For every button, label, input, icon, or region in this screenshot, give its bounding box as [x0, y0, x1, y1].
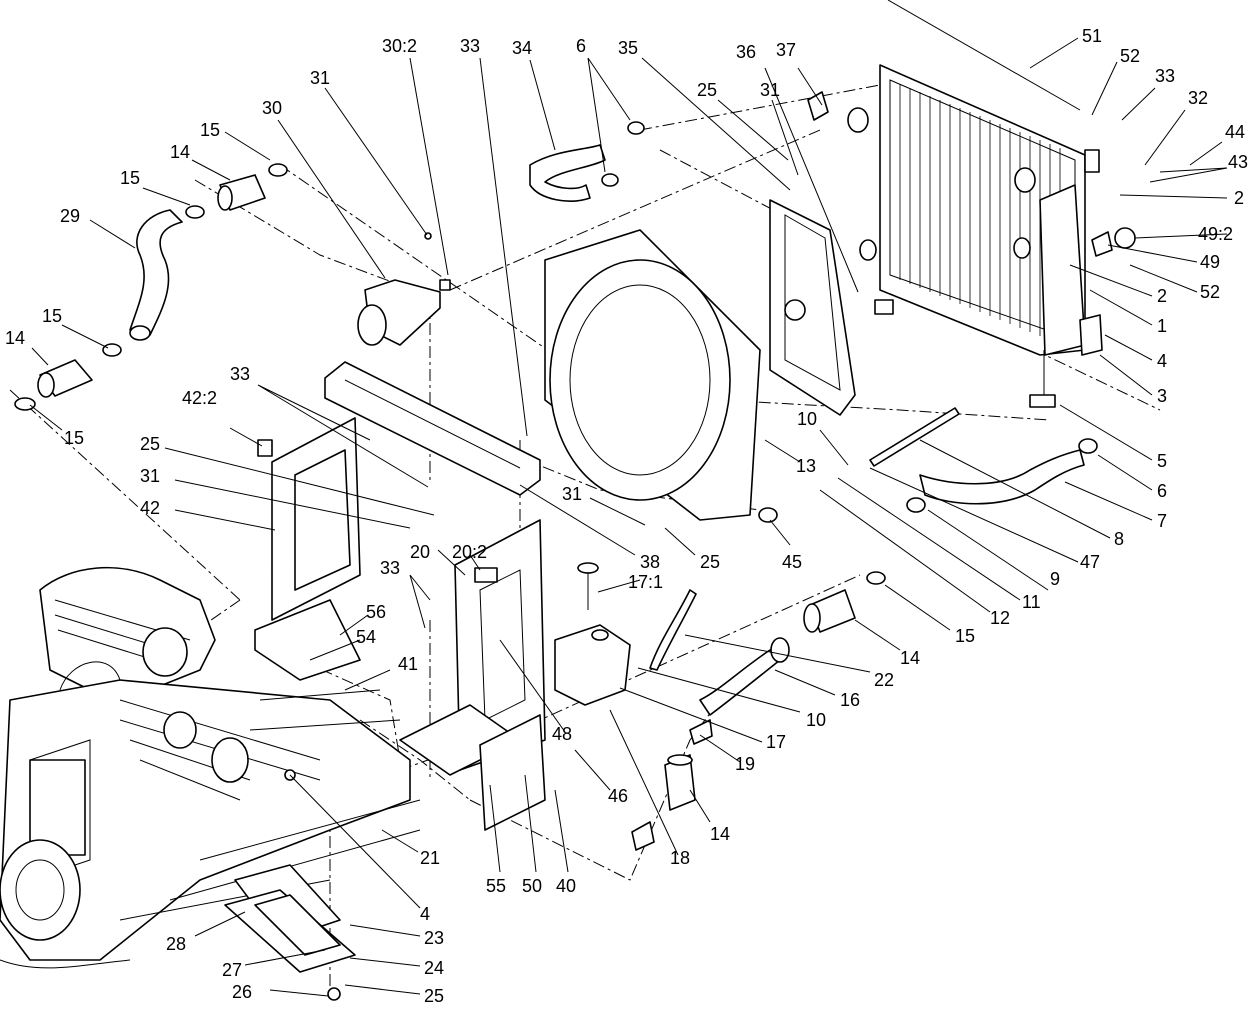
callout-42: 42 [140, 498, 160, 518]
callout-55: 55 [486, 876, 506, 896]
radiator-support-35 [769, 199, 856, 416]
callout-20: 20 [410, 542, 430, 562]
callout-46: 46 [608, 786, 628, 806]
callout-25: 25 [140, 434, 160, 454]
leader-lines [29, 37, 1228, 997]
callout-49: 49 [1200, 252, 1220, 272]
callout-2: 2 [1157, 286, 1167, 306]
callout-40: 40 [556, 876, 576, 896]
intake-hose-group [14, 163, 288, 411]
callout-11: 11 [1022, 592, 1041, 612]
callout-31: 31 [310, 68, 330, 88]
callout-15: 15 [120, 168, 140, 188]
callout-13: 13 [796, 456, 816, 476]
callout-54: 54 [356, 627, 376, 647]
callout-23: 23 [424, 928, 444, 948]
callout-33: 33 [380, 558, 400, 578]
callout-44: 44 [1225, 122, 1245, 142]
callout-27: 27 [222, 960, 242, 980]
callout-14: 14 [710, 824, 730, 844]
callout-25: 25 [700, 552, 720, 572]
callout-56: 56 [366, 602, 386, 622]
air-duct-30 [357, 232, 451, 346]
callout-labels: 51 52 33 32 44 43 2 49:2 49 52 2 1 4 3 5… [5, 26, 1248, 1006]
callout-14: 14 [900, 648, 920, 668]
callout-20-2: 20:2 [452, 542, 487, 562]
upper-hose-34 [529, 121, 645, 202]
callout-52: 52 [1120, 46, 1140, 66]
callout-31: 31 [562, 484, 582, 504]
callout-14: 14 [170, 142, 190, 162]
callout-9: 9 [1050, 569, 1060, 589]
callout-15: 15 [64, 428, 84, 448]
callout-38: 38 [640, 552, 660, 572]
callout-15: 15 [200, 120, 220, 140]
callout-24: 24 [424, 958, 444, 978]
callout-15: 15 [955, 626, 975, 646]
callout-33: 33 [460, 36, 480, 56]
callout-7: 7 [1157, 511, 1167, 531]
callout-17: 17 [766, 732, 786, 752]
callout-25: 25 [697, 80, 717, 100]
callout-45: 45 [782, 552, 802, 572]
callout-4: 4 [420, 904, 430, 924]
callout-50: 50 [522, 876, 542, 896]
callout-31: 31 [760, 80, 780, 100]
callout-35: 35 [618, 38, 638, 58]
callout-2: 2 [1234, 188, 1244, 208]
callout-8: 8 [1114, 529, 1124, 549]
callout-15: 15 [42, 306, 62, 326]
callout-26: 26 [232, 982, 252, 1002]
callout-42-2: 42:2 [182, 388, 217, 408]
callout-30-2: 30:2 [382, 36, 417, 56]
callout-21: 21 [420, 848, 440, 868]
callout-18: 18 [670, 848, 690, 868]
engine-assembly [0, 566, 421, 969]
callout-49-2: 49:2 [1198, 224, 1233, 244]
shroud-bracket-38 [324, 361, 541, 496]
callout-6: 6 [576, 36, 586, 56]
callout-43: 43 [1228, 152, 1248, 172]
radiator-1 [807, 0, 1136, 408]
tube-8 [869, 407, 960, 467]
callout-33: 33 [230, 364, 250, 384]
callout-1: 1 [1157, 316, 1167, 336]
lower-plates [224, 769, 356, 1001]
callout-14: 14 [5, 328, 25, 348]
callout-52: 52 [1200, 282, 1220, 302]
side-frame-42 [254, 417, 361, 681]
callout-48: 48 [552, 724, 572, 744]
callout-33: 33 [1155, 66, 1175, 86]
callout-3: 3 [1157, 386, 1167, 406]
callout-19: 19 [735, 754, 755, 774]
callout-22: 22 [874, 670, 894, 690]
callout-29: 29 [60, 206, 80, 226]
fan-shroud-13 [544, 229, 778, 523]
callout-6: 6 [1157, 481, 1167, 501]
callout-28: 28 [166, 934, 186, 954]
callout-41: 41 [398, 654, 418, 674]
callout-25: 25 [424, 986, 444, 1006]
callout-10: 10 [797, 409, 817, 429]
callout-31: 31 [140, 466, 160, 486]
callout-32: 32 [1188, 88, 1208, 108]
callout-34: 34 [512, 38, 532, 58]
callout-4: 4 [1157, 351, 1167, 371]
callout-37: 37 [776, 40, 796, 60]
callout-47: 47 [1080, 552, 1100, 572]
callout-51: 51 [1082, 26, 1102, 46]
callout-5: 5 [1157, 451, 1167, 471]
callout-16: 16 [840, 690, 860, 710]
overflow-tank-17 [554, 562, 697, 706]
callout-12: 12 [990, 608, 1010, 628]
callout-36: 36 [736, 42, 756, 62]
callout-10: 10 [806, 710, 826, 730]
callout-17-1: 17:1 [628, 572, 663, 592]
lower-hose-7 [906, 438, 1098, 513]
callout-30: 30 [262, 98, 282, 118]
coolant-hose-16 [631, 571, 886, 851]
center-bracket-20 [399, 519, 546, 831]
